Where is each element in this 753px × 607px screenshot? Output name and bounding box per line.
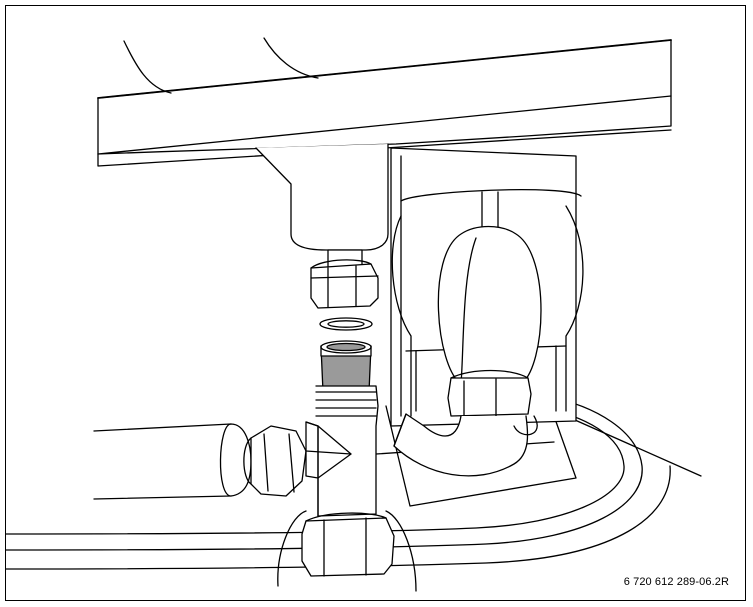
strainer-insert xyxy=(320,340,372,393)
tee-fitting xyxy=(93,385,417,592)
appliance-connection xyxy=(255,143,389,273)
sealing-ring xyxy=(319,317,373,331)
union-nut xyxy=(310,259,379,309)
installation-drawing xyxy=(6,37,702,592)
siphon xyxy=(393,225,542,477)
figure-code: 6 720 612 289-06.2R xyxy=(623,576,729,588)
figure-frame: 6 720 612 289-06.2R xyxy=(5,5,746,601)
